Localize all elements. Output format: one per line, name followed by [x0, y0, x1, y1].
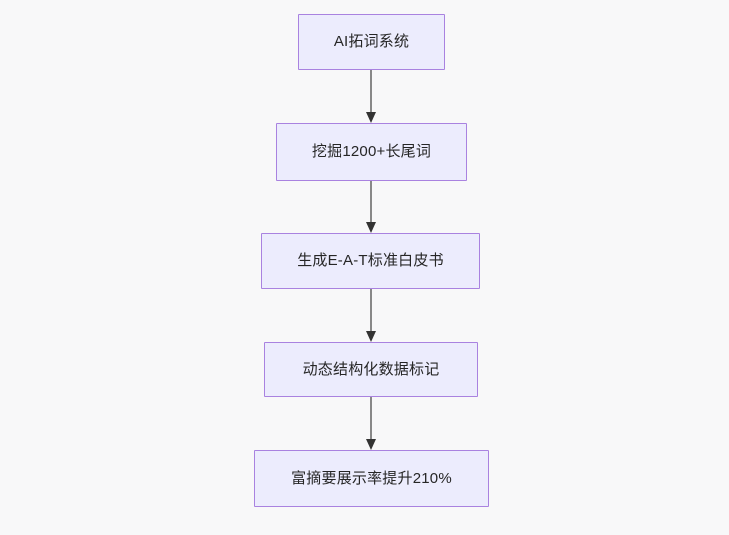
flow-node-label: 生成E-A-T标准白皮书 [297, 252, 444, 269]
flow-node-label: 富摘要展示率提升210% [291, 469, 452, 487]
connector-arrow-2 [361, 181, 381, 233]
flow-node-mine-longtail-keywords[interactable]: 挖掘1200+长尾词 [276, 123, 467, 181]
flow-node-label: AI拓词系统 [333, 33, 410, 50]
flow-node-label: 动态结构化数据标记 [302, 360, 440, 378]
flow-node-rich-snippet-rate-increase[interactable]: 富摘要展示率提升210% [254, 450, 489, 507]
connector-arrow-4 [361, 397, 381, 450]
flow-node-label: 挖掘1200+长尾词 [311, 143, 432, 160]
flow-node-dynamic-structured-data-markup[interactable]: 动态结构化数据标记 [264, 342, 478, 397]
flow-node-ai-keyword-system[interactable]: AI拓词系统 [298, 14, 445, 70]
connector-arrow-1 [361, 70, 381, 123]
connector-arrow-3 [361, 289, 381, 342]
flow-node-generate-eat-whitepaper[interactable]: 生成E-A-T标准白皮书 [261, 233, 480, 289]
